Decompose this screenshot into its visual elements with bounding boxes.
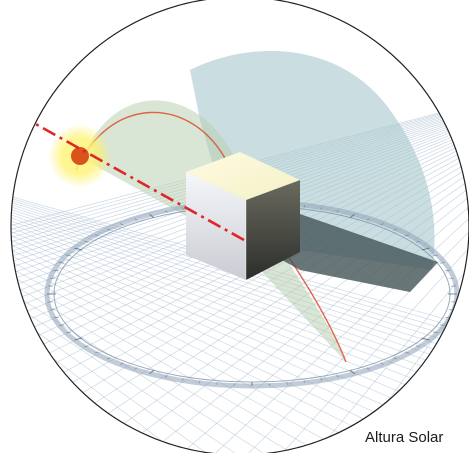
grid-line [446,60,469,453]
diagram-caption: Altura Solar [365,430,443,445]
grid-line [0,120,20,453]
grid-line [0,120,50,453]
sun-disc [71,147,89,165]
